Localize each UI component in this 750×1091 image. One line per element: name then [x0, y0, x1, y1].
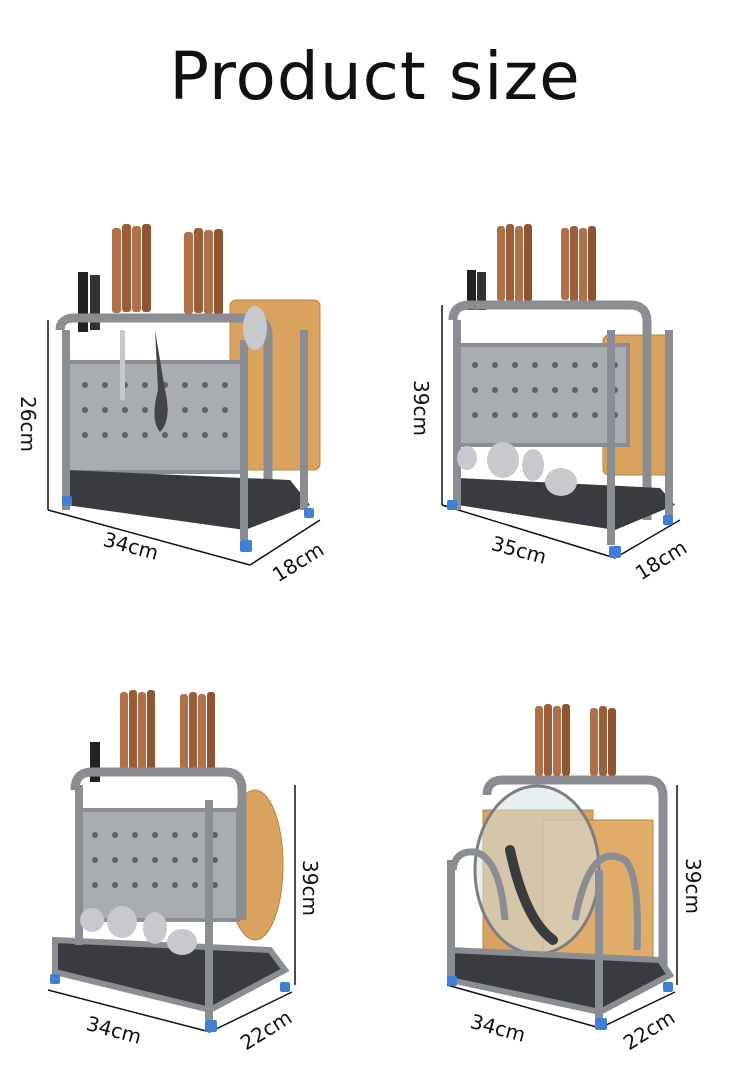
product-1: 26cm 34cm 18cm [0, 0, 375, 620]
knife-handles-icon [78, 224, 223, 332]
product-4: 39cm 34cm 22cm [375, 620, 750, 1091]
product-2-illustration [441, 224, 681, 559]
product-3-height: 39cm [298, 860, 322, 916]
product-1-height: 26cm [16, 396, 40, 452]
product-4-height: 39cm [681, 858, 705, 914]
product-2-height: 39cm [409, 380, 433, 436]
product-3: 39cm 34cm 22cm [0, 620, 375, 1091]
page-title: Product size [169, 38, 581, 115]
product-3-illustration [47, 690, 296, 1033]
product-4-illustration [446, 704, 678, 1030]
product-2: 39cm 35cm 18cm [375, 0, 750, 620]
product-1-illustration [47, 224, 321, 566]
